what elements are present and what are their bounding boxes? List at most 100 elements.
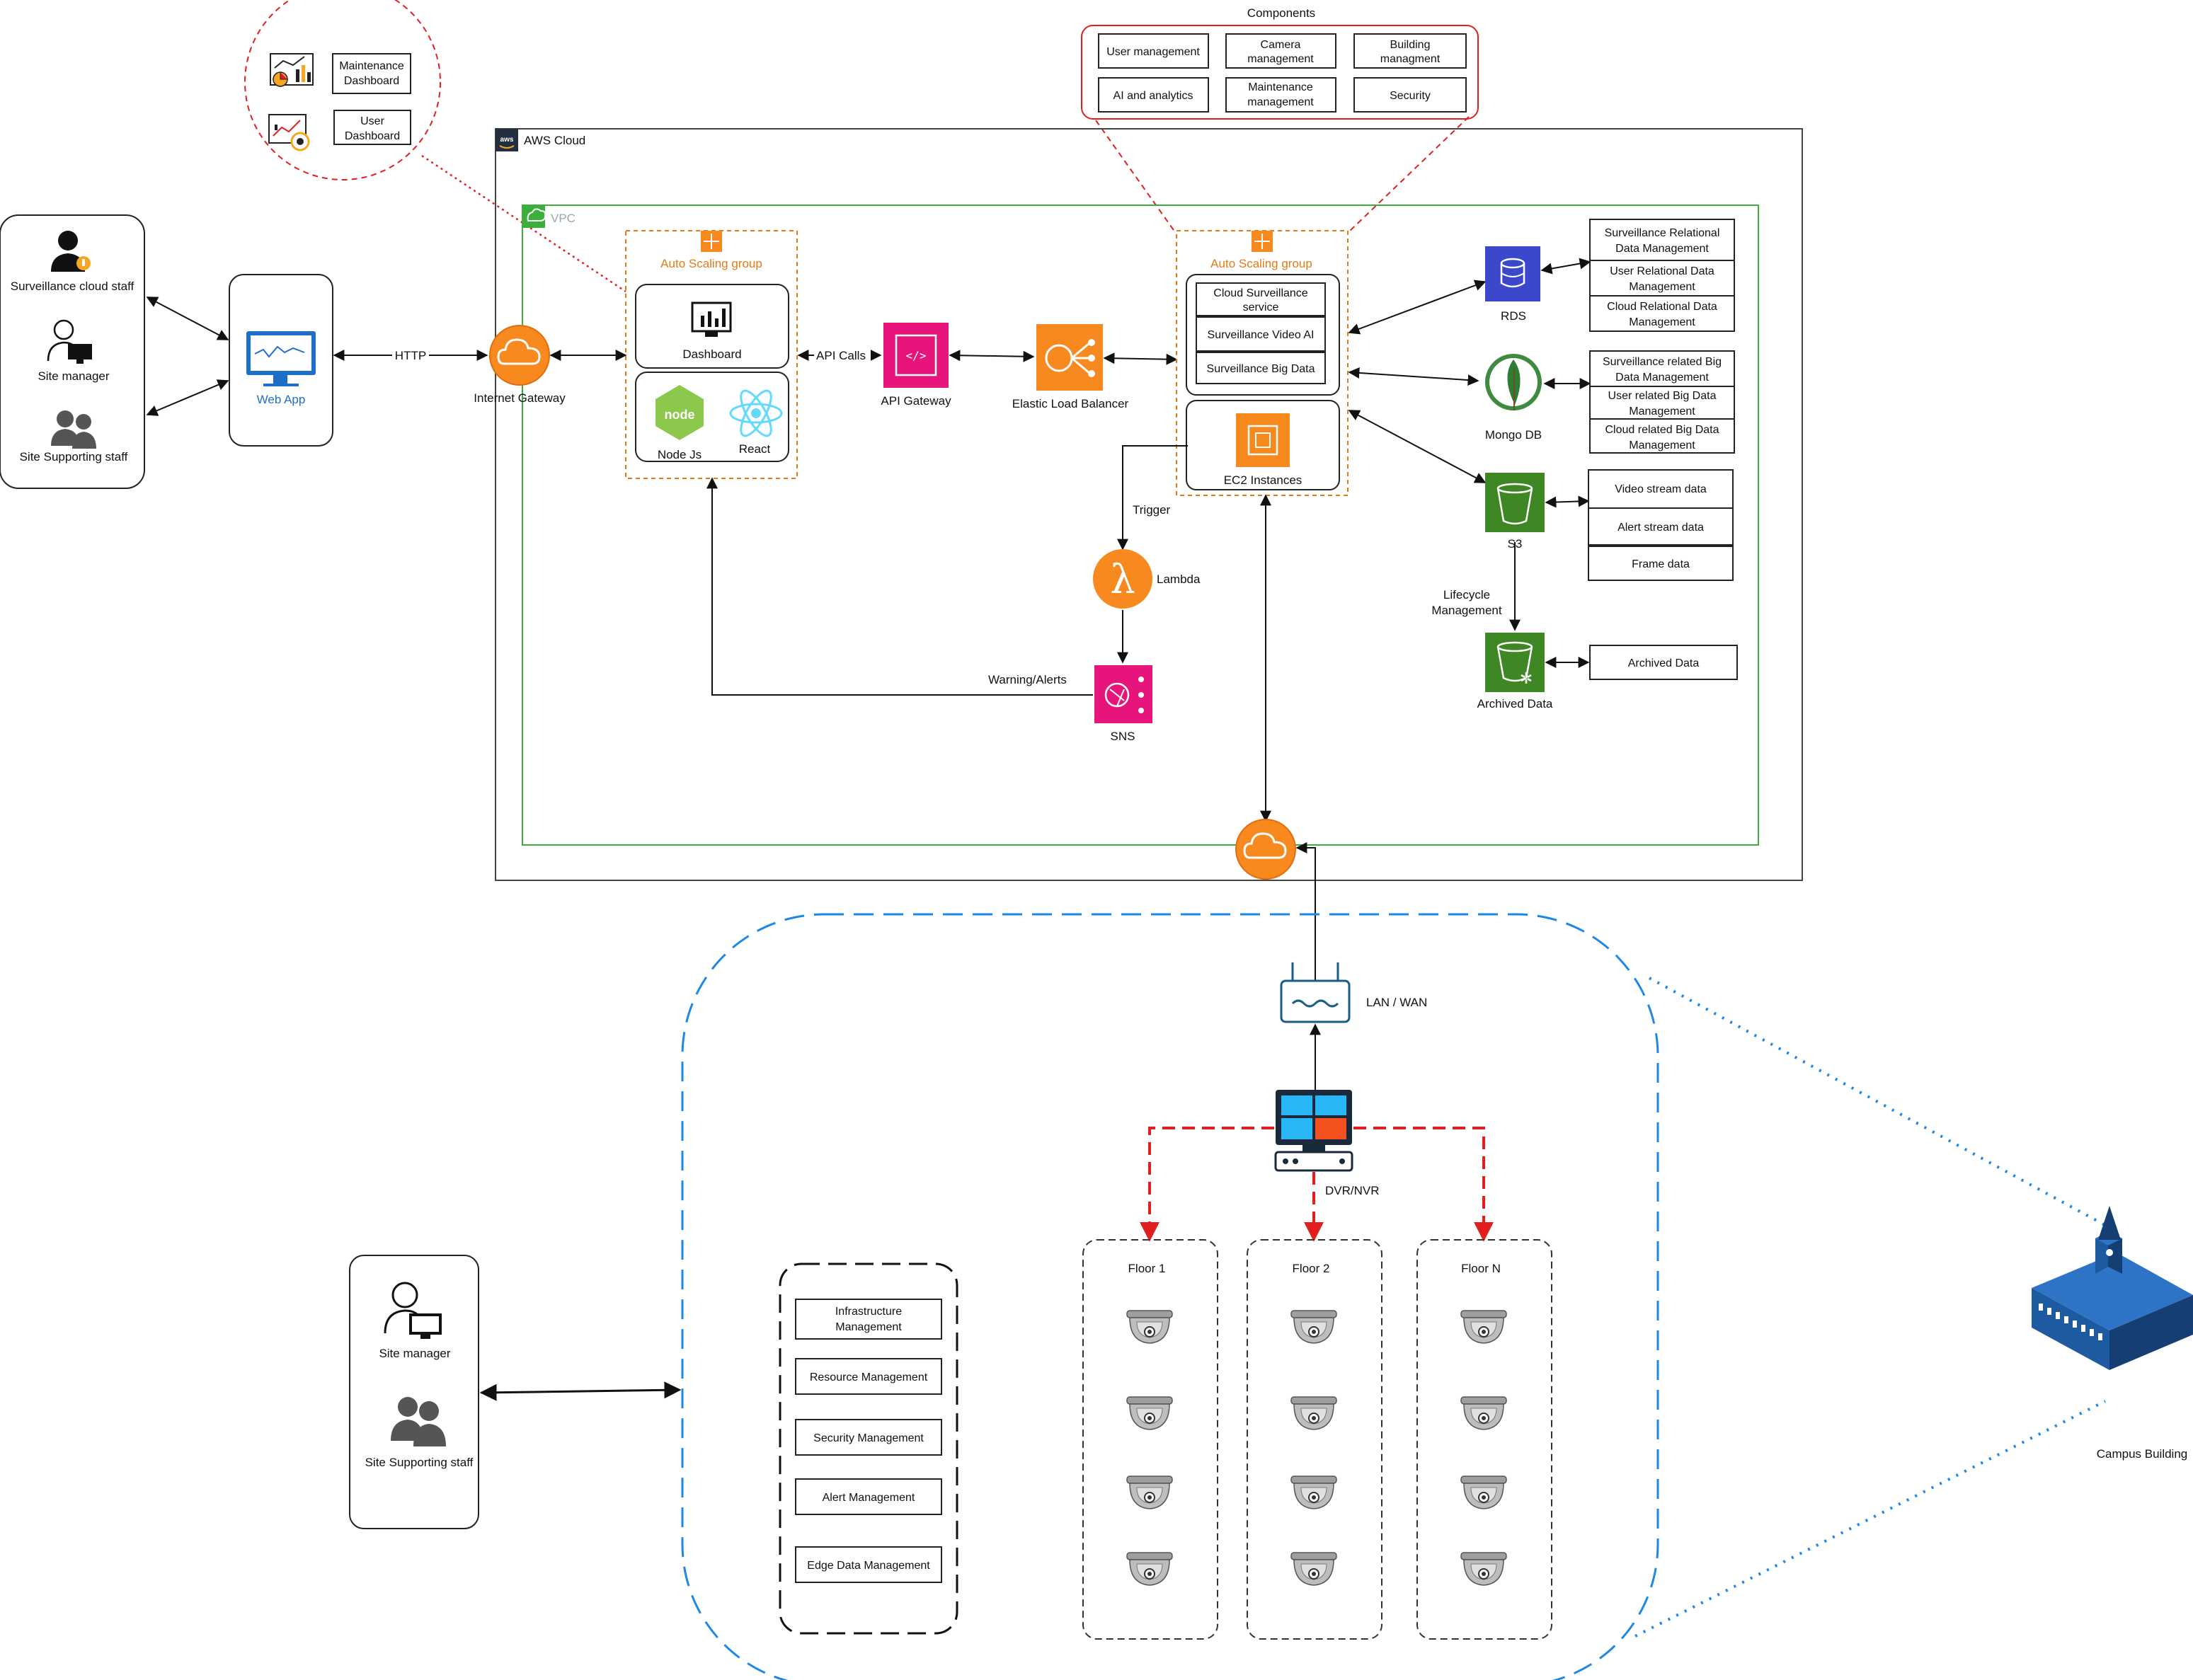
- svg-text:Archived Data: Archived Data: [1628, 657, 1700, 669]
- edge-item-edge-data: Edge Data Management: [807, 1560, 930, 1572]
- react-icon: [729, 389, 783, 437]
- svg-text:Security: Security: [1390, 90, 1431, 102]
- svg-text:✲: ✲: [1520, 670, 1533, 688]
- svg-text:Maintenance: Maintenance: [1248, 81, 1313, 93]
- archived-data-label: Archived Data: [1477, 697, 1553, 710]
- svg-text:λ: λ: [1110, 557, 1135, 603]
- vpc-boundary: VPC: [522, 205, 1759, 846]
- lambda-node: λ Lambda: [1093, 549, 1201, 609]
- service-video-ai: Surveillance Video AI: [1208, 329, 1315, 341]
- svg-text:AI and analytics: AI and analytics: [1113, 90, 1193, 102]
- dome-camera-icon: [1460, 1475, 1507, 1509]
- router-icon: [1280, 979, 1351, 1023]
- internet-gateway-icon: [489, 325, 550, 386]
- lambda-icon: [1093, 549, 1152, 609]
- dome-camera-icon: [1126, 1396, 1173, 1430]
- elastic-load-balancer-node: Elastic Load Balancer: [1012, 324, 1129, 410]
- floor-label: Floor N: [1461, 1262, 1501, 1275]
- dome-camera-icon: [1126, 1475, 1173, 1509]
- users-webapp-connector-2: [146, 379, 229, 416]
- api-gateway-node: </> API Gateway: [881, 323, 951, 408]
- dome-camera-icon: [1290, 1475, 1337, 1509]
- trigger-connector: [1117, 445, 1188, 551]
- svg-text:</>: </>: [906, 349, 927, 362]
- rds-list-connector: [1540, 258, 1591, 275]
- ec2-icon: [1236, 413, 1290, 467]
- rds-label: RDS: [1501, 309, 1526, 323]
- svg-text:Data Management: Data Management: [1615, 243, 1709, 255]
- api-gateway-icon: [883, 323, 949, 388]
- site-supporting-staff-label: Site Supporting staff: [20, 450, 128, 464]
- site-manager-label-2: Site manager: [379, 1347, 450, 1360]
- services-box: Cloud Surveillance service Surveillance …: [1186, 274, 1340, 396]
- lambda-label: Lambda: [1157, 573, 1201, 586]
- lan-wan-label: LAN / WAN: [1366, 996, 1427, 1009]
- maintenance-dashboard-box: Maintenance Dashboard: [332, 53, 411, 94]
- dome-camera-icon: [1290, 1396, 1337, 1430]
- site-manager-label: Site manager: [38, 369, 109, 383]
- cloud-users-panel: Surveillance cloud staff Site manager Si…: [0, 214, 145, 489]
- dvr-nvr-node: DVR/NVR: [1274, 1090, 1380, 1197]
- svg-text:Dashboard: Dashboard: [344, 75, 399, 87]
- apigw-elb-connector: [949, 350, 1035, 362]
- mongodb-label: Mongo DB: [1485, 428, 1542, 442]
- asg-left-title: Auto Scaling group: [660, 257, 762, 270]
- dome-camera-icon: [1460, 1396, 1507, 1430]
- trigger-label: Trigger: [1133, 503, 1171, 517]
- svg-text:Management: Management: [1629, 316, 1695, 328]
- users-webapp-connector-1: [146, 297, 229, 340]
- svg-text:management: management: [1247, 96, 1314, 108]
- component-camera-management: Camera management: [1225, 33, 1336, 69]
- vpc-cloud-icon: [522, 205, 545, 228]
- auto-scaling-group-left: Auto Scaling group Dashboard node Node J…: [625, 230, 798, 479]
- warning-alerts-label: Warning/Alerts: [988, 673, 1067, 686]
- s3-item-video: Video stream data: [1615, 483, 1707, 495]
- dvr-floor1-connector: [1140, 1127, 1274, 1242]
- svg-text:Infrastructure: Infrastructure: [835, 1306, 902, 1318]
- svg-text:Cloud Surveillance: Cloud Surveillance: [1213, 287, 1308, 299]
- edge-item-alert: Alert Management: [823, 1492, 915, 1504]
- rds-node: RDS: [1485, 246, 1540, 323]
- svg-text:Dashboard: Dashboard: [345, 130, 400, 142]
- site-manager-icon: [47, 319, 92, 364]
- api-gateway-label: API Gateway: [881, 394, 951, 408]
- web-app-label: Web App: [257, 393, 306, 406]
- s3-node: S3: [1485, 473, 1545, 551]
- dashboard-label: Dashboard: [682, 347, 741, 361]
- component-ai-analytics: AI and analytics: [1098, 77, 1209, 113]
- svg-text:Maintenance: Maintenance: [339, 60, 404, 72]
- warning-alerts-connector: [706, 477, 1093, 696]
- components-connector-right: [1348, 116, 1470, 233]
- component-security: Security: [1353, 77, 1467, 113]
- edge-item-security: Security Management: [813, 1432, 924, 1444]
- glacier-icon: [1485, 633, 1545, 692]
- campus-link-bottom: [1634, 1400, 2106, 1638]
- dashboards-connector: [421, 154, 626, 293]
- svg-text:Lifecycle: Lifecycle: [1443, 588, 1490, 602]
- nodejs-label: Node Js: [658, 448, 702, 461]
- internet-gateway-label: Internet Gateway: [474, 391, 566, 405]
- asg-s3-connector: [1348, 410, 1487, 483]
- user-chart-icon: [268, 114, 310, 151]
- rds-items: Surveillance Relational Data Management …: [1589, 219, 1735, 332]
- svg-text:User Relational Data: User Relational Data: [1610, 265, 1714, 277]
- user-dashboard-box: User Dashboard: [333, 110, 411, 145]
- edge-gateway-icon: [1235, 819, 1296, 880]
- site-supporting-staff-icon-2: [391, 1397, 446, 1446]
- elb-asg-connector: [1103, 352, 1178, 365]
- ec2-label: EC2 Instances: [1224, 473, 1302, 487]
- site-supporting-staff-label-2: Site Supporting staff: [365, 1456, 474, 1469]
- dvr-label: DVR/NVR: [1325, 1184, 1380, 1197]
- svg-text:Management: Management: [1629, 439, 1695, 451]
- internet-gateway-node: Internet Gateway: [474, 325, 566, 405]
- ec2-box: EC2 Instances: [1186, 400, 1340, 490]
- s3-icon: [1485, 473, 1545, 532]
- svg-text:node: node: [665, 408, 695, 422]
- aws-cloud-boundary: aws AWS Cloud: [495, 128, 1803, 881]
- svg-text:aws: aws: [500, 136, 514, 144]
- mongodb-items: Surveillance related Big Data Management…: [1589, 350, 1735, 454]
- rds-icon: [1485, 246, 1540, 301]
- svg-text:Management: Management: [1431, 604, 1502, 617]
- dome-camera-icon: [1460, 1552, 1507, 1586]
- asg-rds-connector: [1348, 280, 1487, 335]
